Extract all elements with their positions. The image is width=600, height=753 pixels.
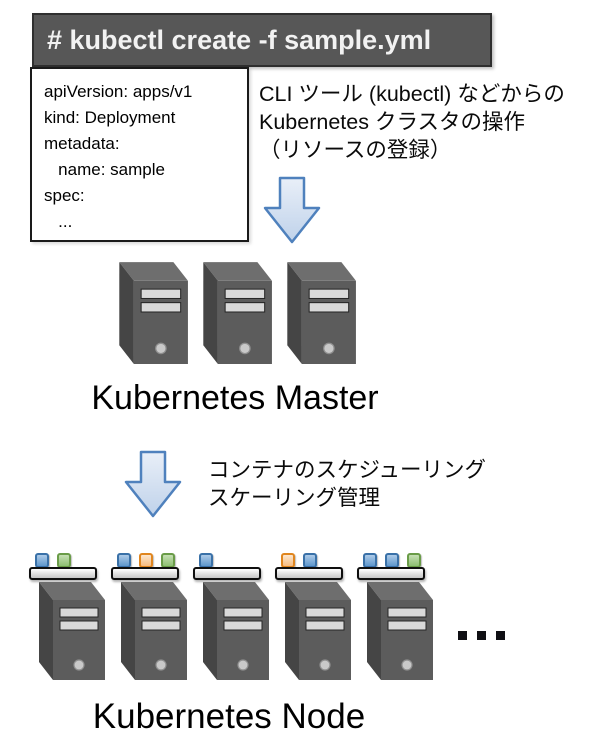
flow-arrow-to-nodes: [124, 450, 182, 518]
ellipsis-dot: [477, 631, 486, 640]
node-server: [275, 553, 355, 683]
yaml-manifest-box: apiVersion: apps/v1 kind: Deployment met…: [30, 67, 249, 242]
green-container-icon: [161, 553, 175, 568]
node-server: [193, 553, 273, 683]
node-label: Kubernetes Node: [92, 697, 366, 736]
node-platform: [193, 567, 261, 580]
node-server: [29, 553, 109, 683]
more-nodes-ellipsis: [458, 631, 505, 640]
master-label: Kubernetes Master: [91, 379, 379, 417]
server-tower-icon: [285, 582, 351, 680]
kubectl-command-text: # kubectl create -f sample.yml: [47, 25, 432, 55]
node-server: [111, 553, 191, 683]
server-tower-icon: [119, 262, 188, 364]
blue-container-icon: [385, 553, 399, 568]
yaml-line: kind: Deployment: [44, 108, 176, 127]
orange-container-icon: [281, 553, 295, 568]
node-platform: [111, 567, 179, 580]
server-tower-icon: [367, 582, 433, 680]
down-arrow-icon: [124, 450, 182, 518]
scheduling-annotation: コンテナのスケジューリング スケーリング管理: [208, 458, 486, 510]
yaml-line: ...: [44, 212, 73, 231]
ellipsis-dot: [496, 631, 505, 640]
ellipsis-dot: [458, 631, 467, 640]
master-server-group: [113, 260, 356, 364]
cli-operation-annotation: CLI ツール (kubectl) などからの Kubernetes クラスタの…: [259, 82, 565, 162]
node-server: [357, 553, 437, 683]
blue-container-icon: [303, 553, 317, 568]
yaml-line: name: sample: [44, 160, 165, 179]
blue-container-icon: [35, 553, 49, 568]
node-platform: [29, 567, 97, 580]
node-platform: [357, 567, 425, 580]
yaml-line: spec:: [44, 186, 85, 205]
blue-container-icon: [199, 553, 213, 568]
green-container-icon: [407, 553, 421, 568]
yaml-line: metadata:: [44, 134, 120, 153]
blue-container-icon: [363, 553, 377, 568]
server-tower-icon: [203, 582, 269, 680]
node-server-group: [29, 553, 509, 683]
blue-container-icon: [117, 553, 131, 568]
server-tower-icon: [203, 262, 272, 364]
kubectl-command-bar: # kubectl create -f sample.yml: [32, 13, 492, 67]
down-arrow-icon: [263, 176, 321, 244]
yaml-line: apiVersion: apps/v1: [44, 82, 193, 101]
green-container-icon: [57, 553, 71, 568]
server-tower-icon: [39, 582, 105, 680]
server-tower-icon: [121, 582, 187, 680]
orange-container-icon: [139, 553, 153, 568]
server-tower-icon: [287, 262, 356, 364]
flow-arrow-to-master: [263, 176, 321, 244]
node-platform: [275, 567, 343, 580]
